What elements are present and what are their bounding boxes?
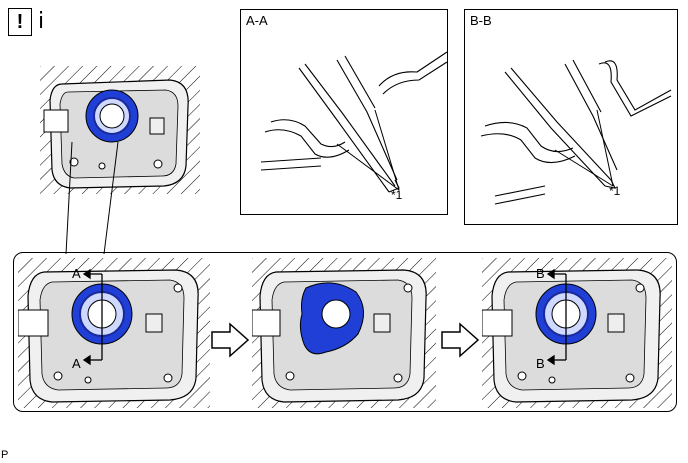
next-step-arrow-icon	[211, 322, 250, 358]
section-a-a: A-A *1	[240, 9, 448, 215]
callout-label: *1	[391, 188, 403, 202]
step-frame	[13, 252, 677, 412]
cut-mark-label: A	[72, 266, 81, 281]
section-label: B-B	[470, 13, 492, 28]
warning-icon: !	[8, 8, 32, 36]
overview-illustration	[40, 66, 200, 194]
next-step-arrow-icon	[441, 322, 480, 358]
info-icon: i	[38, 9, 44, 34]
cut-mark-label: A	[72, 356, 81, 371]
warning-symbol: !	[16, 10, 24, 33]
step-illustration-after: B B	[482, 258, 672, 408]
cut-mark-label: B	[536, 266, 545, 281]
cut-mark-label: B	[536, 356, 545, 371]
step-illustration-before: A A	[18, 258, 210, 408]
section-b-b: B-B *1	[464, 9, 678, 225]
info-symbol: i	[38, 9, 45, 34]
section-label: A-A	[246, 13, 268, 28]
step-illustration-install	[252, 258, 436, 408]
figure-code: P	[1, 449, 9, 461]
callout-label: *1	[609, 184, 621, 198]
